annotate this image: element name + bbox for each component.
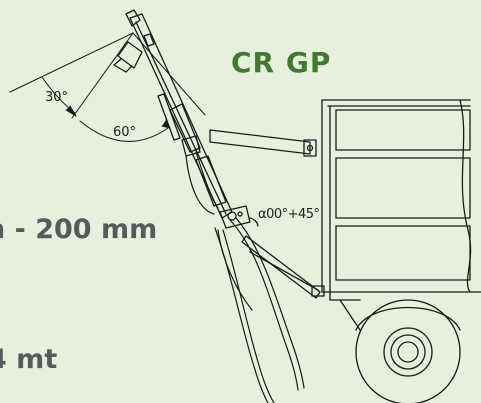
trailer-tank	[321, 99, 481, 331]
boom-arm	[129, 13, 233, 219]
model-title: CR GP	[231, 46, 332, 79]
angle-label-upper: 60°	[113, 125, 137, 140]
support-arm	[209, 129, 325, 299]
trailer-wheel	[355, 299, 461, 403]
hydraulic-hoses	[185, 151, 305, 403]
angle-label-lower: 30°	[45, 90, 69, 105]
angle-label-rotation: α00°+45°	[258, 207, 320, 222]
spec-reach: 4 mt	[0, 344, 58, 375]
spec-diameter: n - 200 mm	[0, 214, 158, 245]
nozzle	[113, 9, 143, 73]
